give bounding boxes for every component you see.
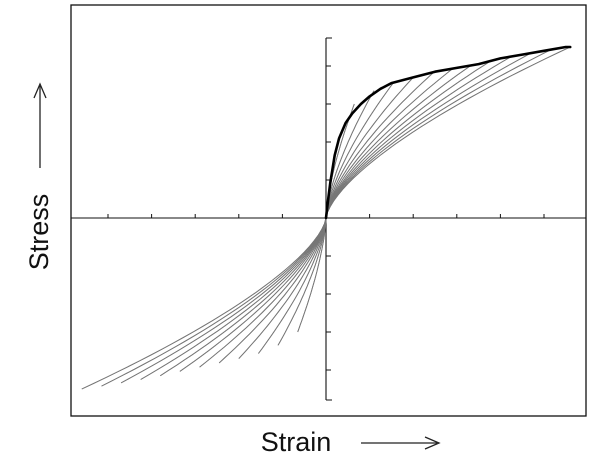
- x-axis-arrow-head: [424, 436, 441, 450]
- y-axis-label: Stress: [24, 194, 54, 271]
- x-axis-label: Strain: [261, 427, 332, 457]
- initial-curve-layer: [324, 45, 572, 220]
- initial-loading-curve: [324, 45, 572, 220]
- y-axis-arrow-head: [33, 82, 47, 99]
